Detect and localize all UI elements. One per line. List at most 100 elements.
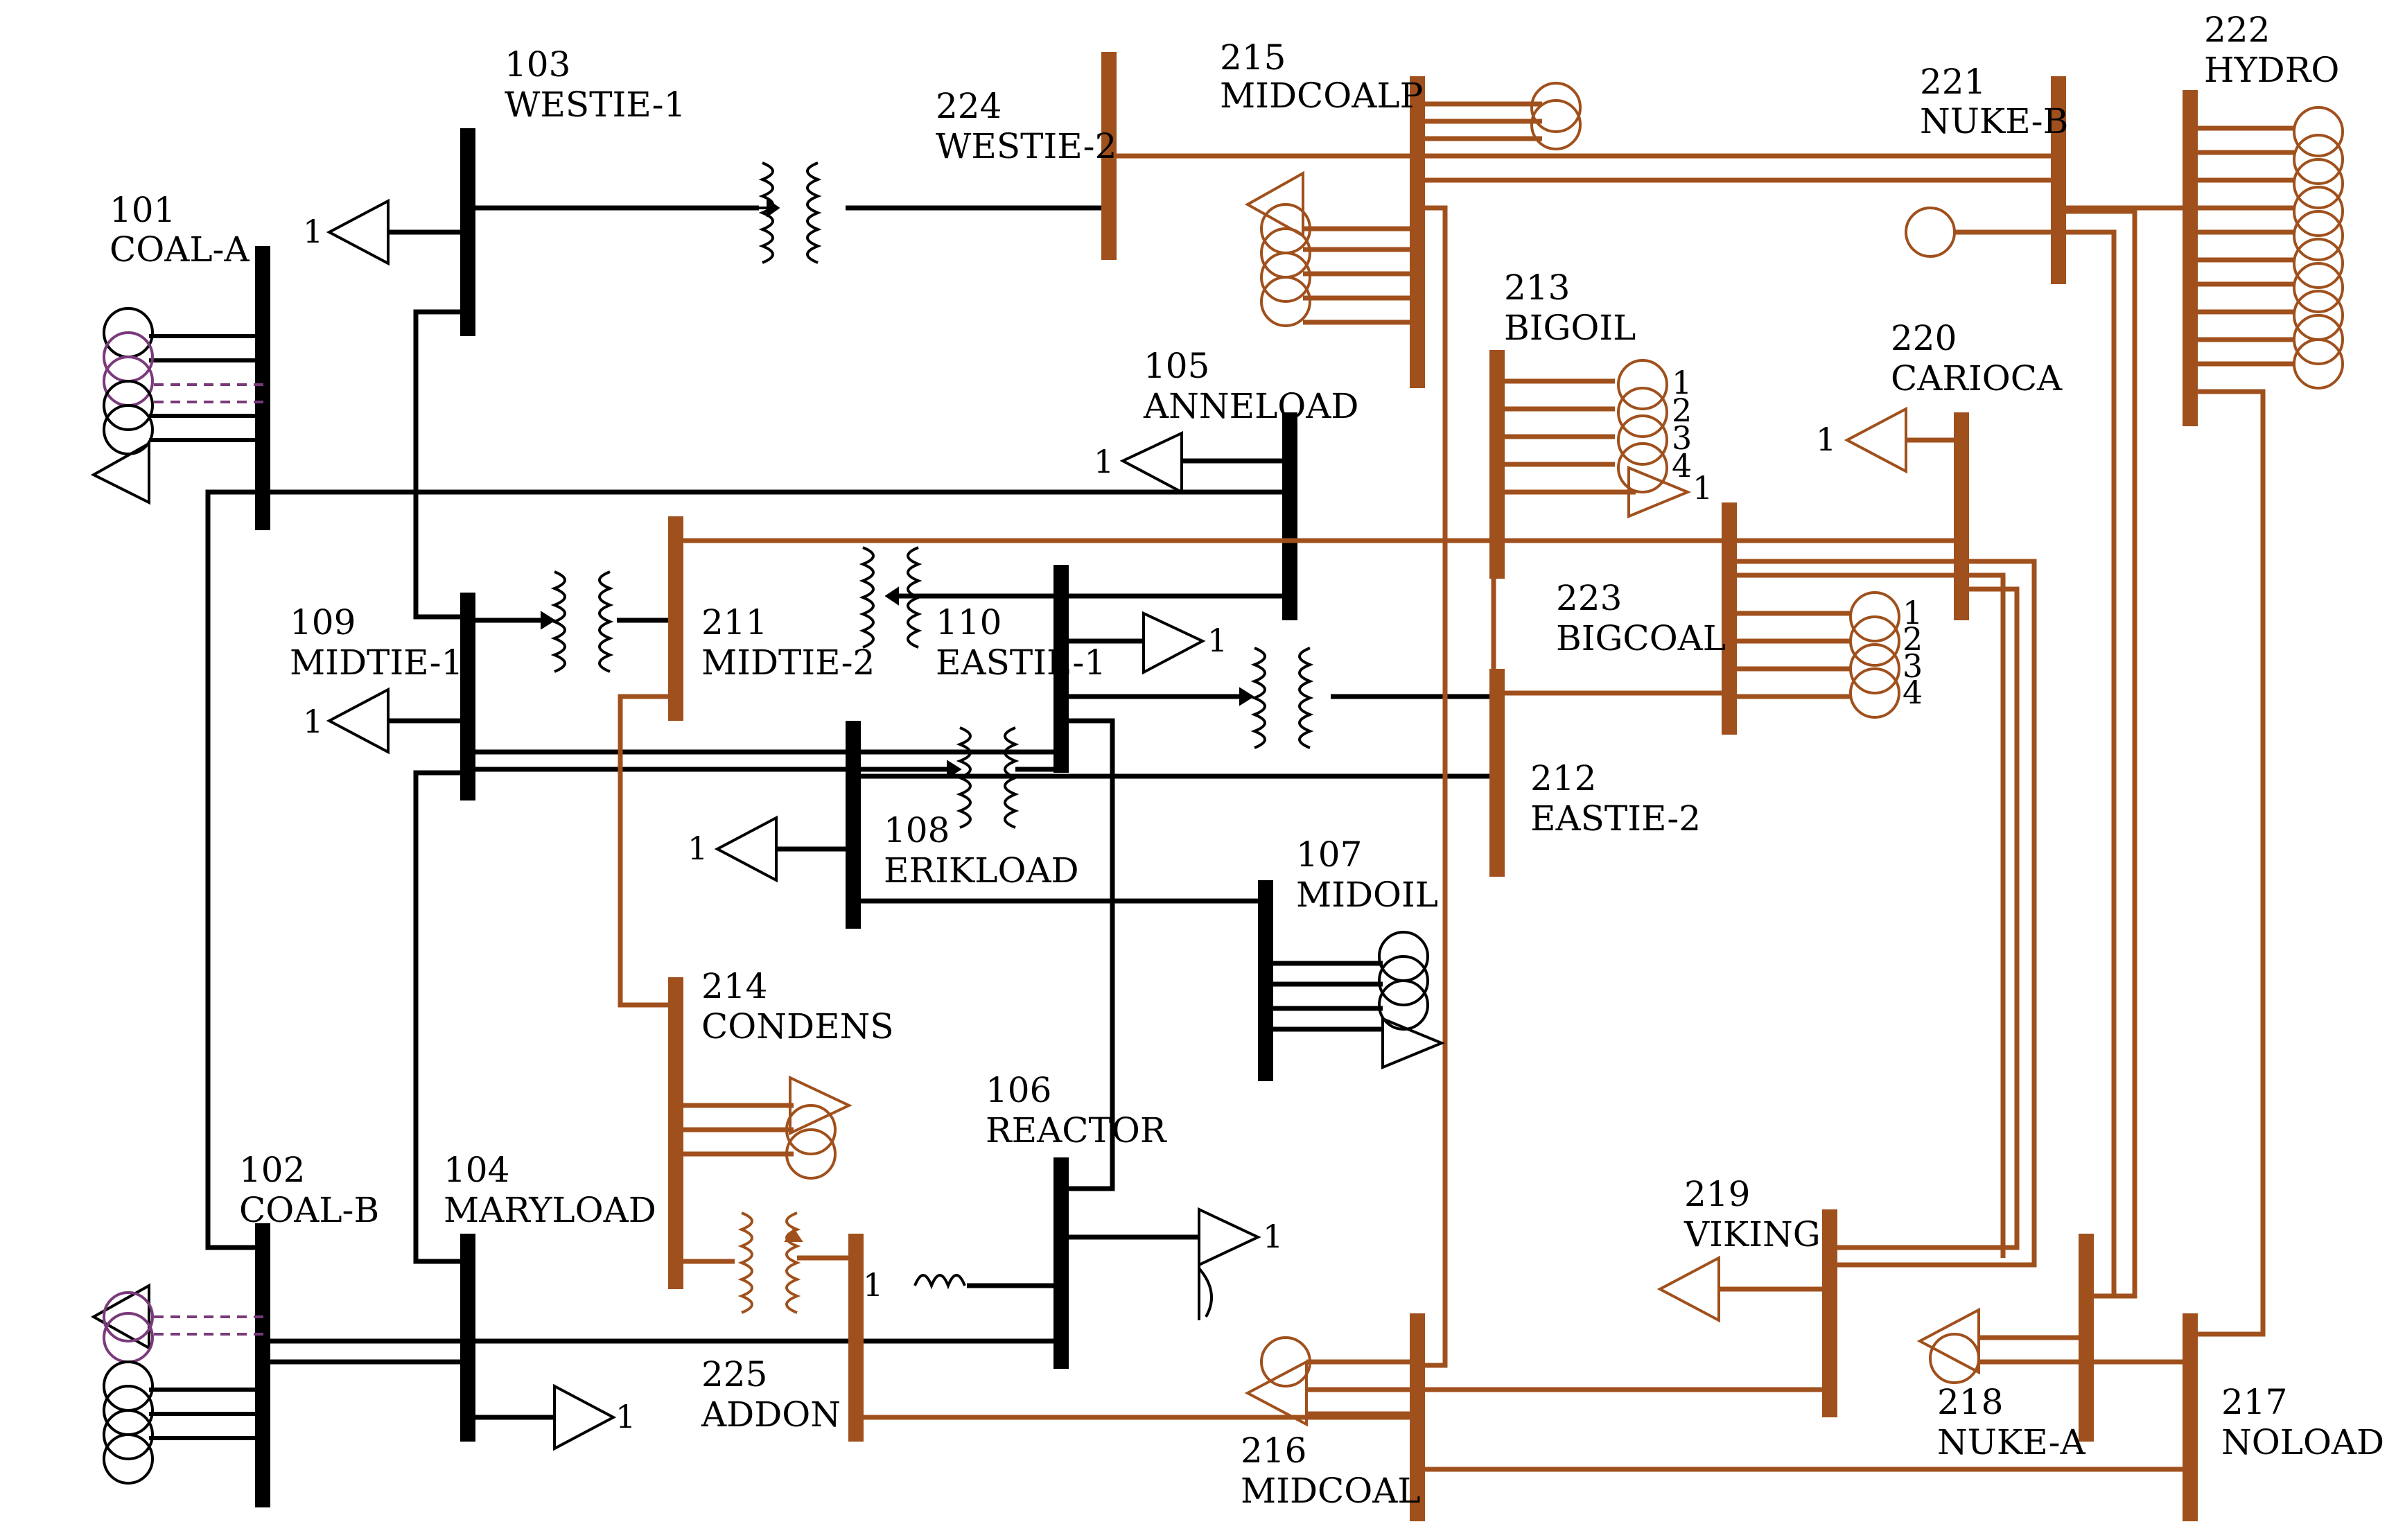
generator-group-107[interactable] — [1265, 931, 1446, 1069]
load-101-id: 1 — [303, 213, 323, 250]
bus-110-number: 110 — [936, 602, 1002, 642]
bus-105[interactable] — [1282, 412, 1297, 620]
bus-104-name: MARYLOAD — [444, 1190, 656, 1230]
load-101-triangle[interactable] — [326, 198, 468, 266]
generator-group-102[interactable] — [90, 1283, 263, 1485]
bus-220-name: CARIOCA — [1891, 358, 2063, 399]
bus-214[interactable] — [668, 977, 683, 1289]
generator-group-101[interactable] — [90, 307, 263, 505]
transformer-211-110[interactable] — [859, 546, 922, 649]
bus-109[interactable] — [460, 593, 475, 800]
bus-213-name: BIGOIL — [1504, 308, 1636, 348]
load-219[interactable] — [1656, 1255, 1830, 1323]
bus-105-number: 105 — [1144, 346, 1209, 386]
unit-213-2: 2 — [1672, 392, 1692, 429]
branch-222-217 — [2190, 389, 2266, 1337]
bus-215-name: MIDCOALP — [1220, 76, 1423, 116]
generator-group-218[interactable] — [1916, 1307, 2086, 1384]
bus-102[interactable] — [255, 1223, 270, 1507]
transformer-109-110[interactable] — [947, 726, 1060, 829]
bus-224[interactable] — [1101, 52, 1117, 260]
generator-group-213[interactable] — [1497, 359, 1692, 518]
load-110-triangle[interactable] — [1060, 611, 1206, 675]
bus-211[interactable] — [668, 516, 683, 721]
bus-219-name: VIKING — [1683, 1214, 1821, 1254]
branch-223-219 — [1729, 559, 2037, 1268]
reactor-106[interactable] — [913, 1274, 966, 1290]
transformer-110-212[interactable] — [1239, 647, 1314, 749]
bus-212-name: EASTIE-2 — [1530, 798, 1701, 839]
bus-213-number: 213 — [1504, 268, 1570, 308]
branch-223-218 — [1729, 572, 2006, 1258]
generator-221[interactable] — [1905, 207, 2058, 258]
load-105-triangle[interactable] — [1119, 430, 1289, 495]
unit-213-3: 3 — [1672, 419, 1692, 457]
reactor-id: 1 — [863, 1266, 883, 1304]
branch-101-102 — [205, 489, 263, 1250]
bus-110-name: EASTIE-1 — [936, 642, 1106, 683]
load-108-id: 1 — [688, 830, 708, 867]
bus-101-name: COAL-A — [110, 229, 250, 270]
load-104-triangle[interactable] — [468, 1383, 617, 1451]
bus-107[interactable] — [1258, 880, 1273, 1081]
bus-106[interactable] — [1053, 1157, 1069, 1369]
bus-223-number: 223 — [1556, 578, 1622, 618]
labels: 101 COAL-A 103 WESTIE-1 224 WESTIE-2 215… — [110, 10, 2384, 1511]
bus-218-name: NUKE-A — [1937, 1422, 2086, 1462]
bus-224-name: WESTIE-2 — [936, 126, 1117, 166]
bus-212[interactable] — [1489, 669, 1505, 877]
bus-220[interactable] — [1954, 412, 1969, 620]
bus-216[interactable] — [1410, 1313, 1425, 1521]
bus-219[interactable] — [1822, 1209, 1837, 1417]
bus-223[interactable] — [1722, 502, 1737, 735]
generator-group-223[interactable] — [1729, 591, 1900, 719]
bus-105-name: ANNELOAD — [1143, 386, 1359, 426]
generator-group-216[interactable] — [1244, 1336, 1417, 1427]
load-109-triangle[interactable] — [326, 687, 468, 755]
bus-110[interactable] — [1053, 565, 1069, 773]
generator-group-215[interactable] — [1244, 82, 1582, 327]
load-106-id: 1 — [1263, 1218, 1283, 1255]
bus-106-number: 106 — [986, 1070, 1051, 1110]
bus-225-name: ADDON — [701, 1394, 841, 1435]
load-220[interactable] — [1844, 406, 1961, 474]
load-104-id: 1 — [615, 1398, 636, 1435]
unit-223-3: 3 — [1903, 647, 1923, 685]
bus-108[interactable] — [846, 721, 861, 929]
bus-101[interactable] — [255, 246, 270, 530]
bus-214-number: 214 — [701, 966, 767, 1006]
branch-211-214 — [618, 694, 676, 1008]
bus-102-name: COAL-B — [239, 1190, 379, 1230]
bus-215-number: 215 — [1220, 37, 1286, 78]
load-106-triangle[interactable] — [1198, 1207, 1261, 1320]
bus-101-number: 101 — [110, 190, 175, 230]
bus-212-number: 212 — [1530, 758, 1596, 798]
bus-216-name: MIDCOAL — [1241, 1471, 1421, 1511]
load-109-id: 1 — [303, 703, 323, 740]
transformer-103-224[interactable] — [755, 161, 822, 264]
bus-217[interactable] — [2183, 1313, 2198, 1521]
bus-218-number: 218 — [1937, 1382, 2003, 1422]
bus-109-name: MIDTIE-1 — [290, 642, 463, 683]
bus-108-number: 108 — [884, 810, 950, 850]
generator-group-214[interactable] — [676, 1075, 852, 1180]
bus-219-number: 219 — [1684, 1174, 1750, 1214]
unit-223-2: 2 — [1903, 620, 1923, 658]
bus-215[interactable] — [1410, 76, 1425, 388]
transformer-225-214[interactable] — [737, 1211, 803, 1314]
load-110-id: 1 — [1207, 622, 1227, 659]
load-108-triangle[interactable] — [714, 815, 852, 883]
bus-222-number: 222 — [2204, 10, 2270, 50]
bus-221-name: NUKE-B — [1920, 101, 2068, 141]
generator-group-222[interactable] — [2190, 106, 2344, 390]
bus-109-number: 109 — [290, 602, 356, 642]
bus-214-name: CONDENS — [701, 1006, 894, 1047]
bus-108-name: ERIKLOAD — [884, 850, 1079, 891]
unit-213-4: 4 — [1672, 447, 1692, 484]
bus-104[interactable] — [460, 1234, 475, 1442]
transformer-109-211[interactable] — [534, 570, 614, 673]
bus-225[interactable] — [848, 1234, 864, 1442]
load-213-id: 1 — [1693, 469, 1713, 507]
bus-103-name: WESTIE-1 — [505, 85, 685, 125]
unit-223-1: 1 — [1903, 594, 1923, 631]
